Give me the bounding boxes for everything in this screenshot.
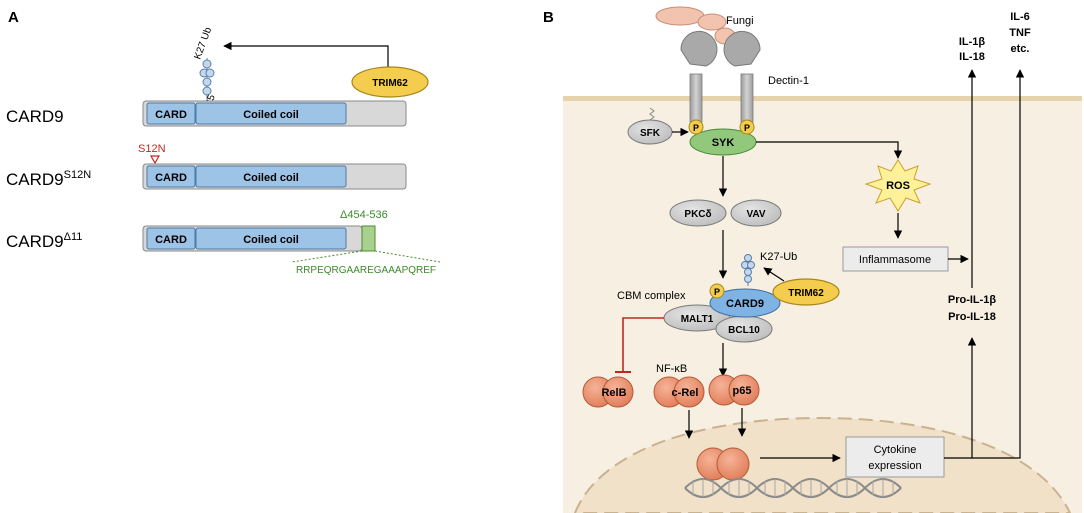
phospho-p-left-label: P bbox=[693, 123, 699, 133]
pkc-delta-oval bbox=[669, 199, 727, 227]
syk-to-ros-arrow bbox=[756, 141, 903, 159]
phospho-p-right bbox=[739, 119, 755, 135]
c-rel-dimer bbox=[653, 376, 705, 408]
phospho-p-right-label: P bbox=[744, 123, 750, 133]
etc-label: etc. bbox=[1011, 43, 1030, 55]
trim62-oval-b bbox=[772, 278, 840, 306]
inflammasome-label: Inflammasome bbox=[859, 254, 931, 266]
dna-helix-icon bbox=[684, 478, 902, 498]
row-delta11-coil-label: Coiled coil bbox=[243, 234, 299, 246]
deletion-zoom-line-left bbox=[291, 250, 363, 263]
ros-starburst-icon bbox=[864, 159, 932, 212]
dectin-1-label: Dectin-1 bbox=[768, 75, 809, 87]
row-delta11-name: CARD9Δ11 bbox=[6, 231, 82, 251]
row-card9-s12n: CARD9S12N S12N CARD Coiled coil bbox=[6, 143, 407, 190]
relb-dimer bbox=[582, 376, 634, 408]
k27-ub-label: K27 Ub bbox=[192, 26, 214, 62]
plasma-membrane bbox=[563, 96, 1082, 101]
p65-label: p65 bbox=[733, 385, 752, 397]
il-18-label: IL-18 bbox=[959, 51, 985, 63]
pkc-delta-label: PKCδ bbox=[684, 209, 711, 220]
ros-label: ROS bbox=[886, 180, 910, 192]
row-card9-card-label: CARD bbox=[155, 109, 187, 121]
row-card9: CARD9 CARD Coiled coil bbox=[6, 100, 407, 127]
k27-ub-label-b: K27-Ub bbox=[760, 251, 797, 263]
deleted-segment bbox=[361, 225, 376, 252]
cytokine-expression-line1: Cytokine bbox=[874, 444, 917, 456]
row-card9-coil-label: Coiled coil bbox=[243, 109, 299, 121]
fungi-label: Fungi bbox=[726, 15, 754, 27]
p65-dimer bbox=[708, 374, 760, 406]
panel-a: A K27 Ub K125 TRIM62 CARD9 CARD Coiled c… bbox=[6, 9, 441, 276]
card9-phospho-p-label: P bbox=[714, 287, 720, 297]
cytokine-expression-line2: expression bbox=[868, 460, 921, 472]
pro-il-18-label: Pro-IL-18 bbox=[948, 311, 996, 323]
dectin-1-receptor bbox=[680, 30, 761, 123]
row-card9-delta11: CARD9Δ11 Δ454-536 CARD Coiled coil RRPEQ… bbox=[6, 209, 441, 276]
card9-oval bbox=[709, 288, 781, 318]
cbm-complex-label: CBM complex bbox=[617, 290, 686, 302]
nucleus bbox=[573, 416, 1072, 513]
trim62-ubiquitination-arrow bbox=[223, 41, 389, 70]
k27-ubiquitin-chain-icon bbox=[199, 58, 215, 100]
il-6-label: IL-6 bbox=[1010, 11, 1030, 23]
panel-a-letter: A bbox=[8, 9, 19, 26]
card9-phospho-p bbox=[709, 283, 725, 299]
row-delta11-coiled-coil-domain bbox=[195, 227, 347, 250]
row-s12n-card-domain bbox=[146, 165, 196, 188]
relb-label: RelB bbox=[601, 387, 626, 399]
malt1-inhibits-relb-line bbox=[622, 317, 664, 372]
row-delta11-card-domain bbox=[146, 227, 196, 250]
row-card9-name: CARD9 bbox=[6, 107, 64, 126]
tnf-label: TNF bbox=[1009, 27, 1031, 39]
vav-oval bbox=[730, 199, 782, 227]
row-s12n-name: CARD9S12N bbox=[6, 169, 91, 189]
trim62-oval-a bbox=[351, 66, 429, 98]
trim62-to-ub-arrow bbox=[763, 267, 785, 282]
row-delta11-card-label: CARD bbox=[155, 234, 187, 246]
syk-label: SYK bbox=[712, 137, 735, 149]
card9-label-b: CARD9 bbox=[726, 298, 764, 310]
c-rel-label: c-Rel bbox=[672, 387, 699, 399]
panel-b: B Fungi Dectin-1 SFK SYK P bbox=[543, 6, 1082, 513]
s12n-mutation-label: S12N bbox=[138, 143, 166, 155]
inflammasome-box bbox=[842, 246, 949, 272]
to-il6-tnf-arrow bbox=[972, 69, 1025, 459]
trim62-label-a: TRIM62 bbox=[372, 78, 408, 89]
phospho-p-left bbox=[688, 119, 704, 135]
vav-label: VAV bbox=[746, 209, 765, 220]
row-s12n-coil-label: Coiled coil bbox=[243, 172, 299, 184]
row-s12n-card-label: CARD bbox=[155, 172, 187, 184]
deleted-sequence: RRPEQRGAAREGAAAPQREF bbox=[296, 265, 436, 276]
cytokine-expression-box bbox=[845, 436, 945, 478]
nfkb-label: NF-κB bbox=[656, 363, 687, 375]
row-card9-card-domain bbox=[146, 102, 196, 125]
deletion-zoom-line-right bbox=[374, 250, 441, 263]
mutation-marker-icon bbox=[149, 155, 161, 165]
nuclear-nfkb-dimer bbox=[696, 447, 750, 481]
sfk-label: SFK bbox=[640, 128, 661, 139]
row-card9-coiled-coil-domain bbox=[195, 102, 347, 125]
panel-b-letter: B bbox=[543, 9, 554, 26]
k27-ub-chain-b-icon bbox=[741, 254, 755, 286]
pro-il-1b-label: Pro-IL-1β bbox=[948, 294, 997, 306]
trim62-label-b: TRIM62 bbox=[788, 288, 824, 299]
row-s12n-coiled-coil-domain bbox=[195, 165, 347, 188]
bcl10-label: BCL10 bbox=[728, 325, 760, 336]
il-1b-label: IL-1β bbox=[959, 36, 986, 48]
deletion-range-label: Δ454-536 bbox=[340, 209, 388, 221]
malt1-label: MALT1 bbox=[681, 314, 714, 325]
